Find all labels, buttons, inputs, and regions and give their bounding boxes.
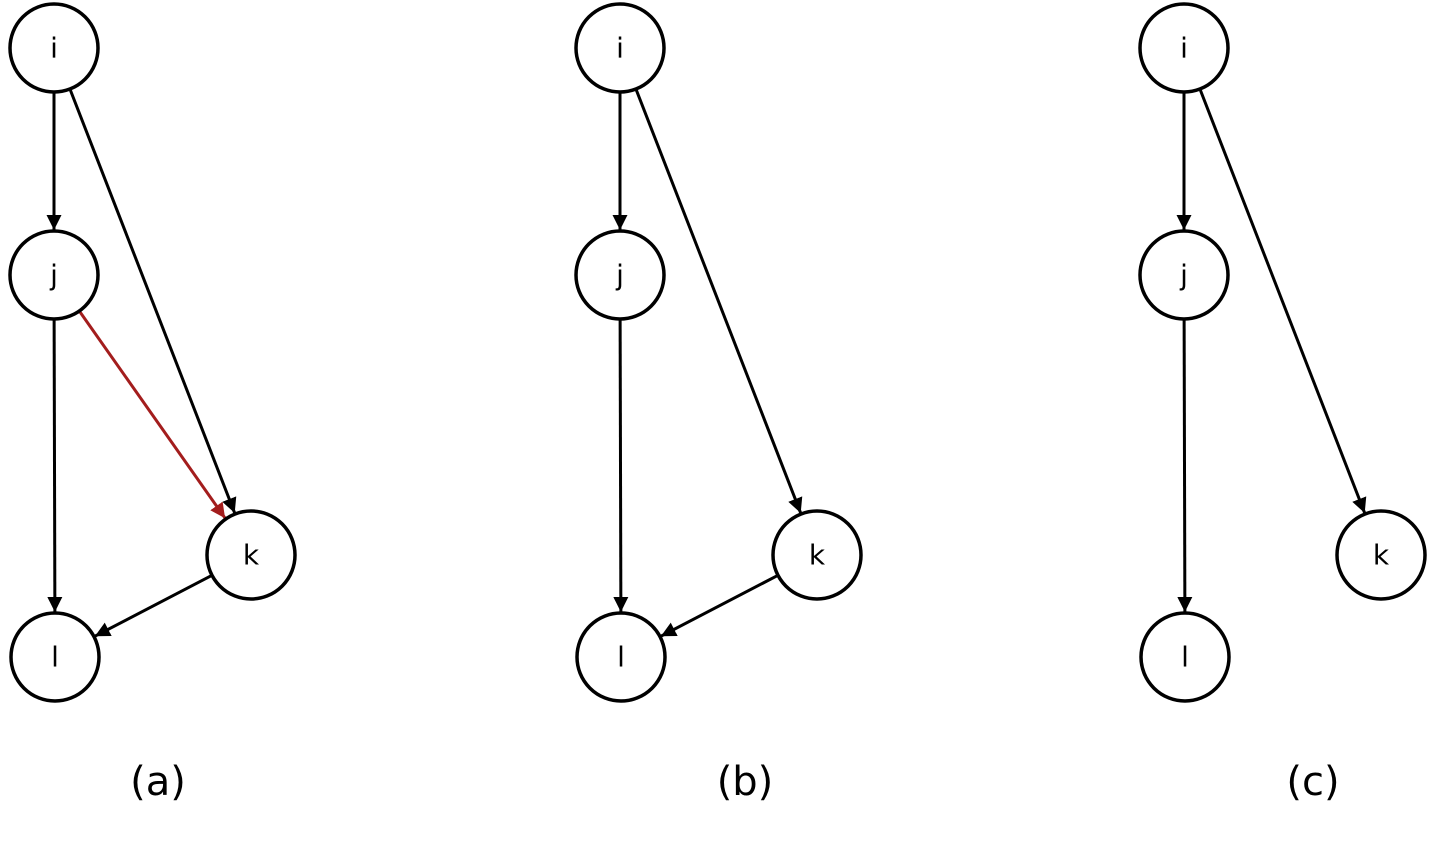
- edge-j-l: [613, 318, 629, 613]
- node-label: l: [1181, 641, 1189, 674]
- node-circle: [574, 229, 666, 321]
- node-label: i: [616, 32, 624, 65]
- node-label: j: [49, 259, 58, 292]
- node-label: j: [1179, 259, 1188, 292]
- panel-b: i j k l (b): [574, 2, 863, 805]
- node-l: l: [575, 611, 667, 703]
- node-circle: [8, 229, 100, 321]
- edge-j-l: [47, 318, 63, 613]
- node-l: l: [9, 611, 101, 703]
- panel-caption: (b): [717, 759, 774, 805]
- node-circle: [1138, 2, 1230, 94]
- node-circle: [205, 509, 297, 601]
- node-circle: [9, 611, 101, 703]
- node-label: i: [50, 32, 58, 65]
- node-j: j: [574, 229, 666, 321]
- edge-j-k: [78, 310, 227, 520]
- node-i: i: [8, 2, 100, 94]
- node-i: i: [574, 2, 666, 94]
- edge-k-l: [660, 573, 779, 638]
- node-circle: [1335, 509, 1427, 601]
- node-circle: [574, 2, 666, 94]
- node-label: k: [243, 539, 260, 572]
- node-label: j: [615, 259, 624, 292]
- panel-caption: (a): [130, 759, 186, 805]
- node-label: k: [809, 539, 826, 572]
- node-circle: [8, 2, 100, 94]
- panel-caption: (c): [1286, 759, 1339, 805]
- panel-a: i j k l (a): [8, 2, 297, 805]
- edge-i-k: [634, 88, 803, 514]
- edge-i-k: [68, 88, 237, 514]
- node-j: j: [1138, 229, 1230, 321]
- node-circle: [575, 611, 667, 703]
- node-circle: [1139, 611, 1231, 703]
- node-i: i: [1138, 2, 1230, 94]
- node-k: k: [771, 509, 863, 601]
- node-k: k: [205, 509, 297, 601]
- node-j: j: [8, 229, 100, 321]
- edge-k-l: [94, 573, 213, 638]
- node-label: l: [51, 641, 59, 674]
- edge-i-k: [1198, 88, 1367, 514]
- node-circle: [771, 509, 863, 601]
- node-label: l: [617, 641, 625, 674]
- panel-c: i j k l (c): [1138, 2, 1427, 805]
- node-label: k: [1373, 539, 1390, 572]
- edge-j-l: [1177, 318, 1193, 613]
- node-l: l: [1139, 611, 1231, 703]
- node-label: i: [1180, 32, 1188, 65]
- node-k: k: [1335, 509, 1427, 601]
- node-circle: [1138, 229, 1230, 321]
